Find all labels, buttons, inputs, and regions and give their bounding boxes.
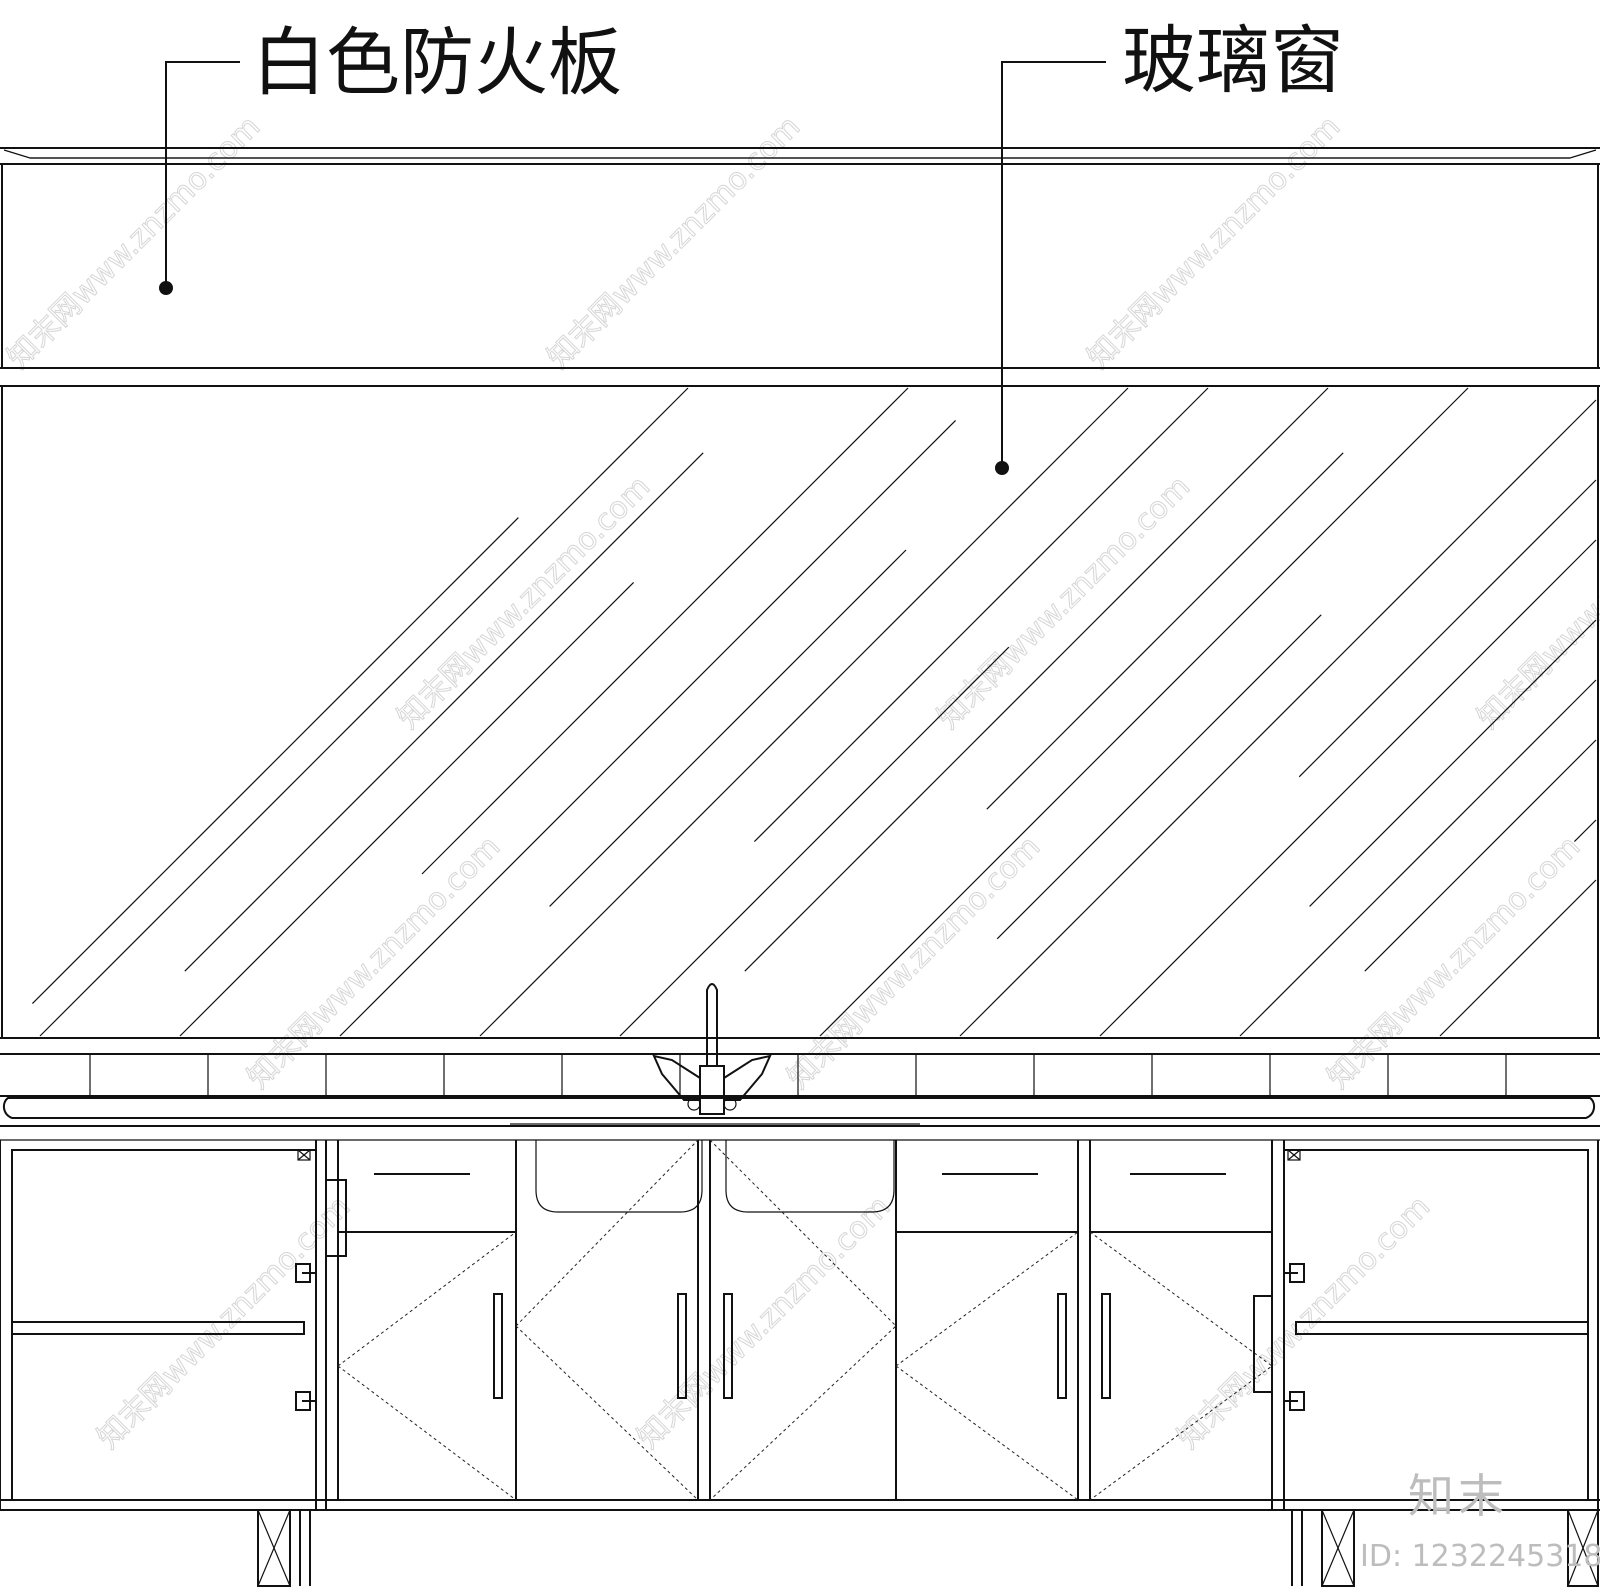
toe-kick — [257, 1509, 1599, 1587]
glass-hatch-line — [339, 419, 957, 1037]
door-handle — [723, 1293, 733, 1399]
glass-hatch-line — [753, 387, 1209, 843]
hinge-icon — [295, 1391, 316, 1411]
faucet-icon — [652, 983, 772, 1115]
watermark-tile: 知末网www.znzmo.com — [781, 829, 1047, 1095]
watermark-tile: 知末网www.znzmo.com — [241, 829, 507, 1095]
watermark-logo: 知末 — [1408, 1469, 1508, 1523]
countertop — [0, 1097, 1600, 1141]
glass-hatch-line — [1573, 819, 1597, 843]
handle-icon — [326, 1179, 347, 1257]
watermark-id: ID: 1232245318 — [1360, 1539, 1600, 1574]
glass-hatch-line — [744, 387, 1329, 972]
left-end-cabinet — [11, 1140, 347, 1510]
watermark-tile: 知末网www.znzmo.com — [391, 469, 657, 735]
watermark-tiles: 知末网www.znzmo.com 知末网www.znzmo.com 知末网www… — [0, 109, 1600, 1456]
corner-watermark: 知末 ID: 1232245318 — [1360, 1469, 1600, 1574]
glass-hatch-line — [39, 387, 689, 1037]
watermark-tile: 知末网www.znzmo.com — [1321, 829, 1587, 1095]
hinge-icon — [1284, 1391, 1305, 1411]
glass-hatch-line — [1298, 479, 1597, 778]
watermark-tile: 知末网www.znzmo.com — [1, 109, 267, 375]
door-handle — [677, 1293, 687, 1399]
glass-hatch-line — [1239, 679, 1597, 1037]
glass-hatch-line — [1364, 739, 1597, 972]
right-end-cabinet — [1253, 1140, 1589, 1510]
hinge-icon — [1284, 1263, 1305, 1283]
callout-glass-window: 玻璃窗 — [995, 18, 1344, 475]
glass-hatch-line — [1099, 539, 1597, 1037]
watermark-tile: 知末网www.znzmo.com — [931, 469, 1197, 735]
door-handle — [493, 1293, 503, 1399]
watermark-tile: 知末网www.znzmo.com — [631, 1189, 897, 1455]
hinge-icon — [295, 1263, 316, 1283]
watermark-tile: 知末网www.znzmo.com — [541, 109, 807, 375]
sink-basin — [510, 1123, 920, 1213]
door-handle — [1057, 1293, 1067, 1399]
callout-label-fireproof-board: 白色防火板 — [252, 20, 622, 106]
glass-hatch-line — [31, 517, 519, 1005]
leader-line — [165, 61, 240, 288]
glass-hatch-line — [179, 581, 635, 1037]
leader-line — [1001, 61, 1106, 468]
glass-hatch-line — [421, 387, 909, 875]
glass-hatch — [31, 387, 1597, 1037]
leader-dot — [995, 461, 1009, 475]
glass-hatch-line — [959, 399, 1597, 1037]
glass-hatch-line — [996, 614, 1322, 940]
callout-label-glass-window: 玻璃窗 — [1122, 18, 1344, 104]
leader-dot — [159, 281, 173, 295]
handle-icon — [1253, 1295, 1272, 1393]
backsplash-tiles — [0, 1054, 1600, 1097]
glass-hatch-line — [549, 549, 907, 907]
glass-hatch-line — [1309, 619, 1597, 907]
glass-hatch-line — [986, 452, 1344, 810]
callout-fireproof-board: 白色防火板 — [159, 20, 622, 295]
door-handle — [1101, 1293, 1111, 1399]
watermark-tile: 知末网www.znzmo.com — [1081, 109, 1347, 375]
glass-window-panel — [1, 385, 1599, 1039]
glass-hatch-line — [1439, 879, 1597, 1037]
glass-hatch-line — [184, 452, 704, 972]
glass-hatch-line — [619, 646, 1010, 1037]
fireproof-board-panel — [1, 163, 1599, 369]
glass-hatch-line — [479, 387, 1129, 1037]
middle-cabinets — [337, 1139, 1273, 1501]
glass-hatch-line — [819, 387, 1469, 1037]
